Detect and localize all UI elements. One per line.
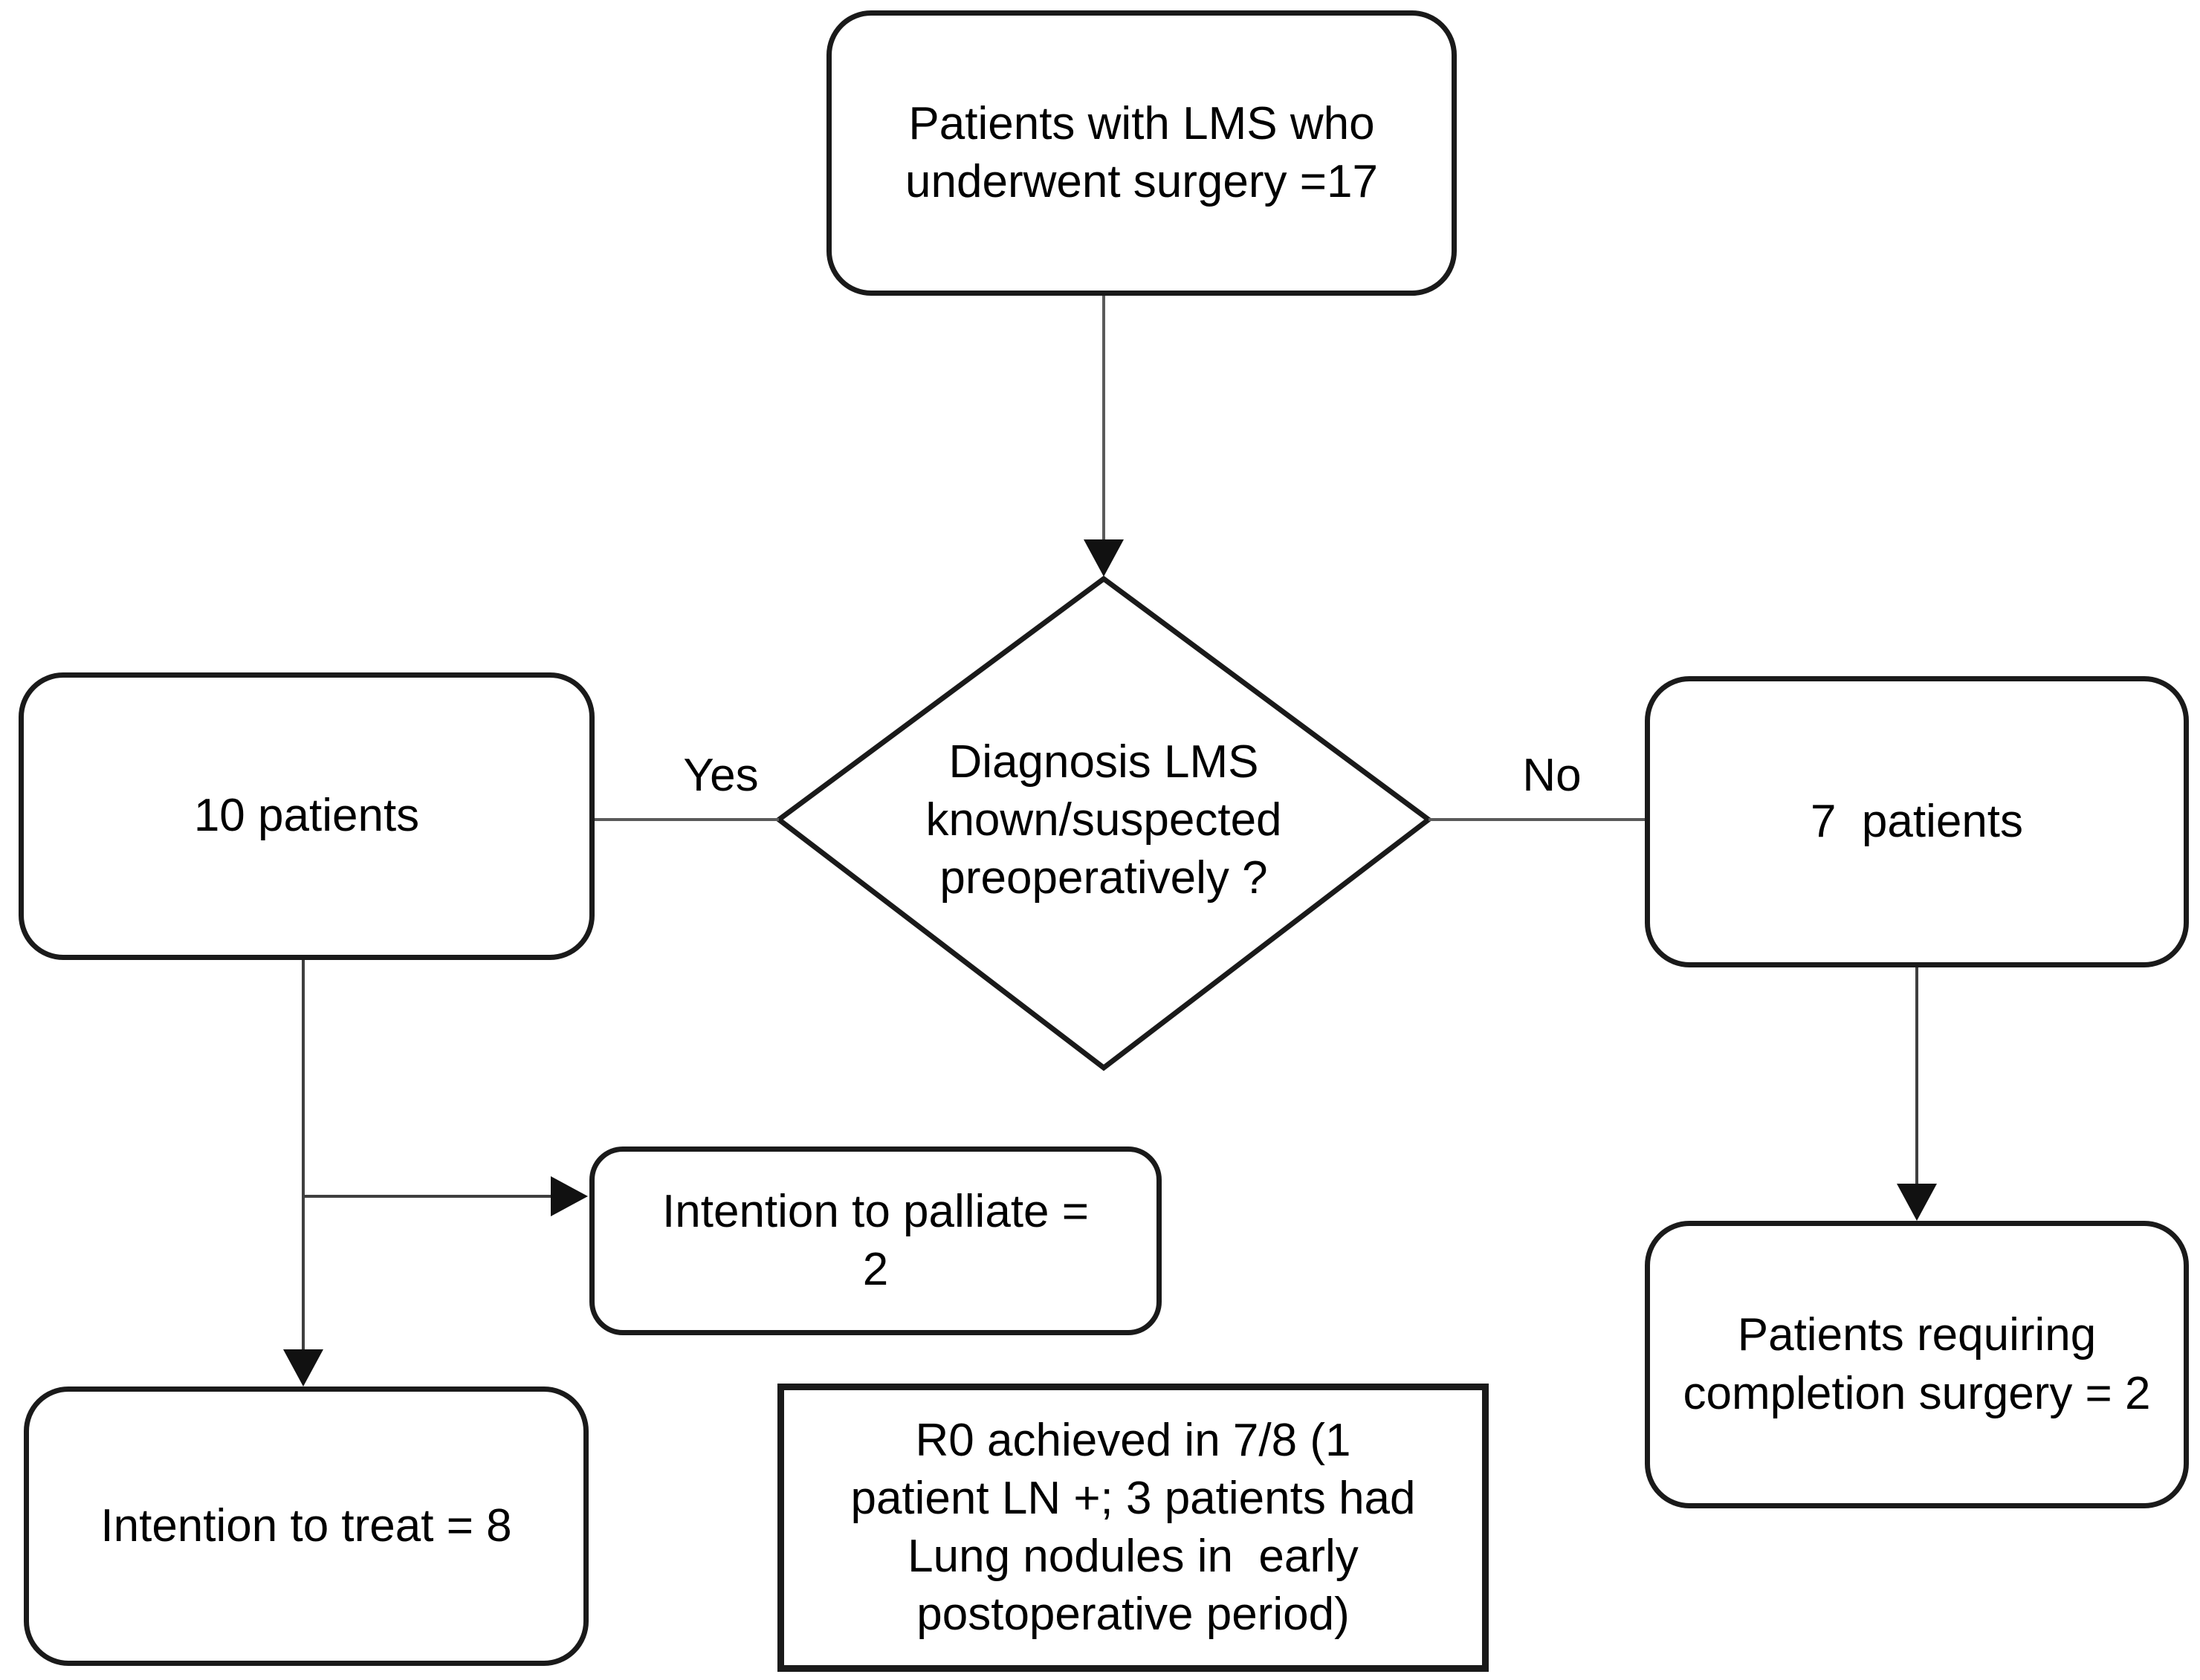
arrowhead-down-icon <box>1897 1184 1937 1221</box>
yes-label-text: Yes <box>683 749 759 801</box>
node-treat-label: Intention to treat = 8 <box>100 1499 512 1551</box>
node-completion: Patients requiring completion surgery = … <box>1645 1221 2189 1508</box>
node-start: Patients with LMS who underwent surgery … <box>826 10 1457 296</box>
node-palliate: Intention to palliate = 2 <box>589 1147 1162 1335</box>
node-r0-note: R0 achieved in 7/8 (1 patient LN +; 3 pa… <box>777 1384 1489 1672</box>
arrowhead-down-icon <box>1084 539 1124 577</box>
edge-label-no: No <box>1470 745 1634 805</box>
arrowhead-down-icon <box>283 1349 323 1387</box>
node-decision-label: Diagnosis LMS known/suspected preoperati… <box>844 734 1364 907</box>
arrowhead-right-icon <box>551 1176 588 1216</box>
edge-label-yes: Yes <box>639 745 803 805</box>
no-label-text: No <box>1522 749 1582 801</box>
node-no-result: 7 patients <box>1645 676 2189 967</box>
node-start-label: Patients with LMS who underwent surgery … <box>905 97 1378 207</box>
node-treat: Intention to treat = 8 <box>24 1387 589 1666</box>
decision-question-text: Diagnosis LMS known/suspected preoperati… <box>925 736 1282 904</box>
node-yes-result-label: 10 patients <box>193 790 420 842</box>
node-no-result-label: 7 patients <box>1810 795 2024 847</box>
decision-diamond-shape <box>774 575 1433 1071</box>
node-palliate-label: Intention to palliate = 2 <box>662 1185 1089 1295</box>
node-completion-label: Patients requiring completion surgery = … <box>1683 1309 2151 1419</box>
node-r0-note-label: R0 achieved in 7/8 (1 patient LN +; 3 pa… <box>850 1414 1416 1641</box>
node-yes-result: 10 patients <box>19 672 595 960</box>
